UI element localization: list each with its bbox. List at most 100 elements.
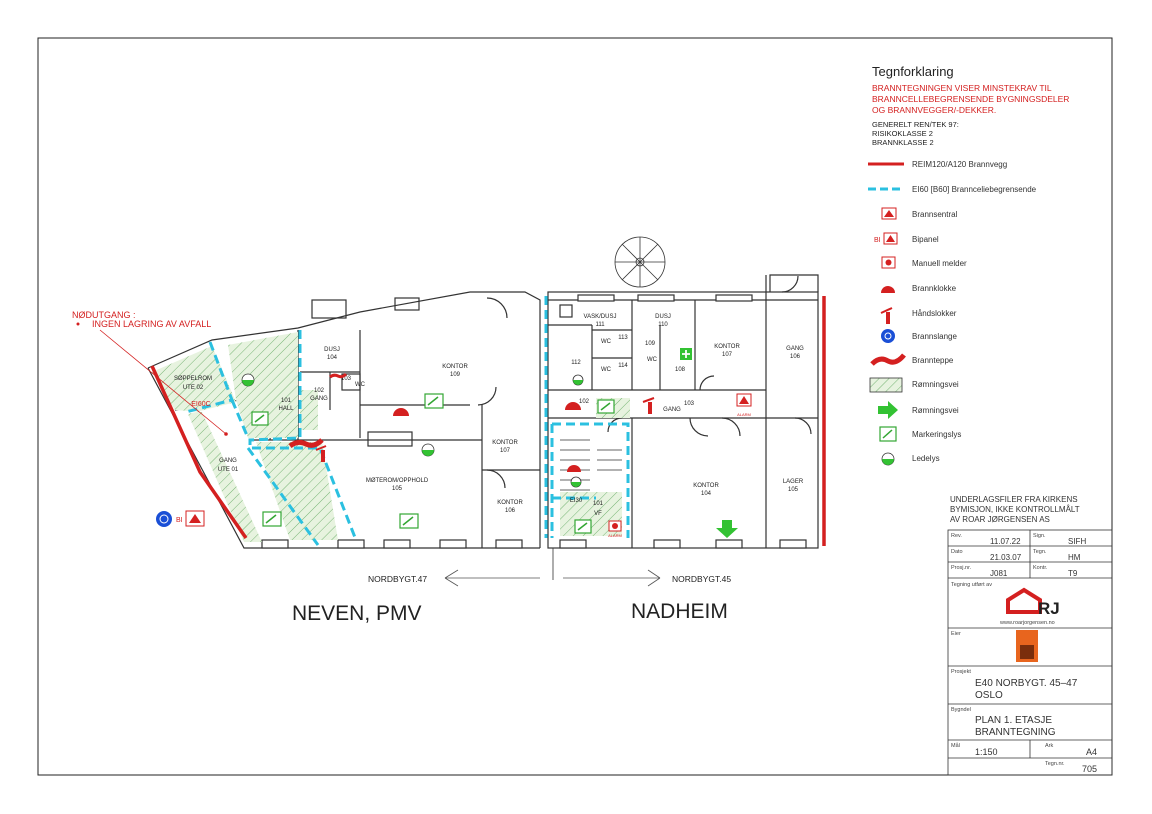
room-label: KONTOR: [714, 344, 740, 350]
street-right: NORDBYGT.45: [672, 574, 731, 584]
escape-arrow-icon: [878, 401, 898, 419]
legend-item-label: Bipanel: [912, 235, 939, 244]
room-label: 101: [281, 398, 292, 404]
legend-title: Tegnforklaring: [872, 64, 954, 79]
room-label: 114: [618, 363, 628, 369]
ei30-label: EI30: [570, 498, 583, 504]
room-label: UTE 01: [218, 467, 239, 473]
room-label: 104: [327, 355, 338, 361]
owner-logo: [1016, 630, 1038, 662]
marking-light-icon: [574, 519, 592, 534]
room-label: DUSJ: [655, 314, 671, 320]
owner-label: Eier: [951, 631, 961, 637]
underlag-line: BYMISJON, IKKE KONTROLLMÅLT: [950, 505, 1080, 514]
scale-label: Mål: [951, 742, 960, 749]
room-label: GANG: [663, 407, 681, 413]
room-label: 113: [618, 335, 628, 341]
date-label: Dato: [951, 549, 963, 555]
spiral-staircase: [614, 236, 666, 288]
guide-light-icon: [570, 476, 582, 488]
legend: Tegnforklaring BRANNTEGNINGEN VISER MINS…: [868, 64, 1069, 466]
fire-extinguisher-icon: [880, 307, 893, 324]
room-label: 102: [579, 399, 590, 405]
legend-item-label: Brannsentral: [912, 210, 958, 219]
building-right-name: NADHEIM: [631, 600, 728, 623]
street-left: NORDBYGT.47: [368, 574, 427, 584]
project-no-label: Prosj.nr.: [951, 565, 972, 571]
sheet-border: [37, 37, 1113, 776]
project-line: OSLO: [975, 690, 1003, 701]
legend-item-label: Rømningsvei: [912, 380, 959, 389]
fire-cell-boundaries: [185, 296, 630, 546]
company-logo-text: RJ: [1038, 599, 1060, 618]
drawing-no-value: 705: [1082, 764, 1097, 774]
room-label: KONTOR: [497, 500, 523, 506]
marking-light-icon: [879, 426, 897, 442]
drawing-line: PLAN 1. ETASJE: [975, 715, 1052, 726]
legend-item-label: Håndslokker: [912, 309, 957, 318]
room-label: 105: [788, 487, 799, 493]
room-label: GANG: [310, 396, 328, 402]
warning-item: INGEN LAGRING AV AVFALL: [92, 319, 211, 329]
legend-item-label: Brannteppe: [912, 356, 954, 365]
legend-general-line: RISIKOKLASSE 2: [872, 129, 933, 138]
fire-blanket-icon: [870, 353, 906, 366]
warning-title: NØDUTGANG :: [72, 310, 136, 320]
marking-light-icon: [262, 511, 282, 527]
fire-bell-icon: [881, 286, 895, 293]
rev-value: 11.07.22: [990, 537, 1021, 546]
guide-light-icon: [421, 443, 435, 457]
sign-value: SIFH: [1068, 537, 1086, 546]
room-label: 103: [341, 376, 352, 382]
room-label: VASK/DUSJ: [584, 314, 617, 320]
control-label: Kontr.: [1033, 565, 1048, 571]
floor-plan: SØPPELROM UTE 02 GANG UTE 01 101 HALL 10…: [72, 236, 826, 625]
manual-call-point-icon: [881, 256, 896, 269]
room-label: VF: [594, 511, 602, 517]
guide-light-icon: [572, 374, 584, 386]
room-label: MØTEROM/OPPHOLD: [366, 478, 429, 484]
legend-item-label: Markeringslys: [912, 430, 961, 439]
room-label: UTE 02: [183, 385, 204, 391]
escape-arrow-icon: [716, 520, 738, 538]
room-label: 104: [701, 491, 712, 497]
sub-panel-icon: [883, 232, 898, 245]
fire-equipment-symbols: BI ALARM: [156, 348, 752, 538]
project-no-value: J081: [990, 569, 1008, 578]
date-value: 21.03.07: [990, 553, 1022, 562]
manual-call-point-icon: [608, 520, 622, 532]
escape-route-hatch-icon: [869, 377, 903, 393]
project-line: E40 NORBYGT. 45–47: [975, 678, 1078, 689]
fire-hose-icon: [156, 511, 172, 527]
legend-item-label: Brannklokke: [912, 284, 957, 293]
room-label: KONTOR: [693, 483, 719, 489]
room-label: WC: [601, 339, 612, 345]
room-label: WC: [647, 357, 658, 363]
legend-note-line: OG BRANNVEGGER/-DEKKER.: [872, 105, 996, 115]
fire-hose-icon: [881, 329, 895, 343]
street-labels: NORDBYGT.47 NORDBYGT.45 NEVEN, PMV NADHE…: [292, 548, 731, 625]
bipanel-label: BI: [874, 237, 881, 244]
legend-general-line: GENERELT REN/TEK 97:: [872, 120, 959, 129]
legend-item-label: REIM120/A120 Brannvegg: [912, 160, 1007, 169]
marking-light-icon: [597, 399, 615, 414]
room-labels: SØPPELROM UTE 02 GANG UTE 01 101 HALL 10…: [174, 314, 804, 517]
room-label: 106: [505, 508, 516, 514]
room-label: DUSJ: [324, 347, 340, 353]
fire-blanket-icon: [329, 372, 348, 379]
building-left-name: NEVEN, PMV: [292, 602, 422, 625]
legend-item-label: Rømningsvei: [912, 406, 959, 415]
drawn-label: Tegn.: [1033, 549, 1047, 555]
title-block: UNDERLAGSFILER FRA KIRKENS BYMISJON, IKK…: [947, 495, 1113, 776]
fire-bell-icon: [567, 465, 581, 472]
guide-light-icon: [881, 452, 895, 466]
underlag-line: AV ROAR JØRGENSEN AS: [950, 515, 1050, 524]
fire-blanket-icon: [288, 438, 324, 449]
escape-route-areas: [152, 332, 630, 542]
fire-walls: [150, 296, 826, 546]
fire-bell-icon: [565, 402, 581, 410]
legend-item-label: Brannslange: [912, 332, 957, 341]
room-label: 109: [450, 372, 461, 378]
guide-light-icon: [241, 373, 255, 387]
